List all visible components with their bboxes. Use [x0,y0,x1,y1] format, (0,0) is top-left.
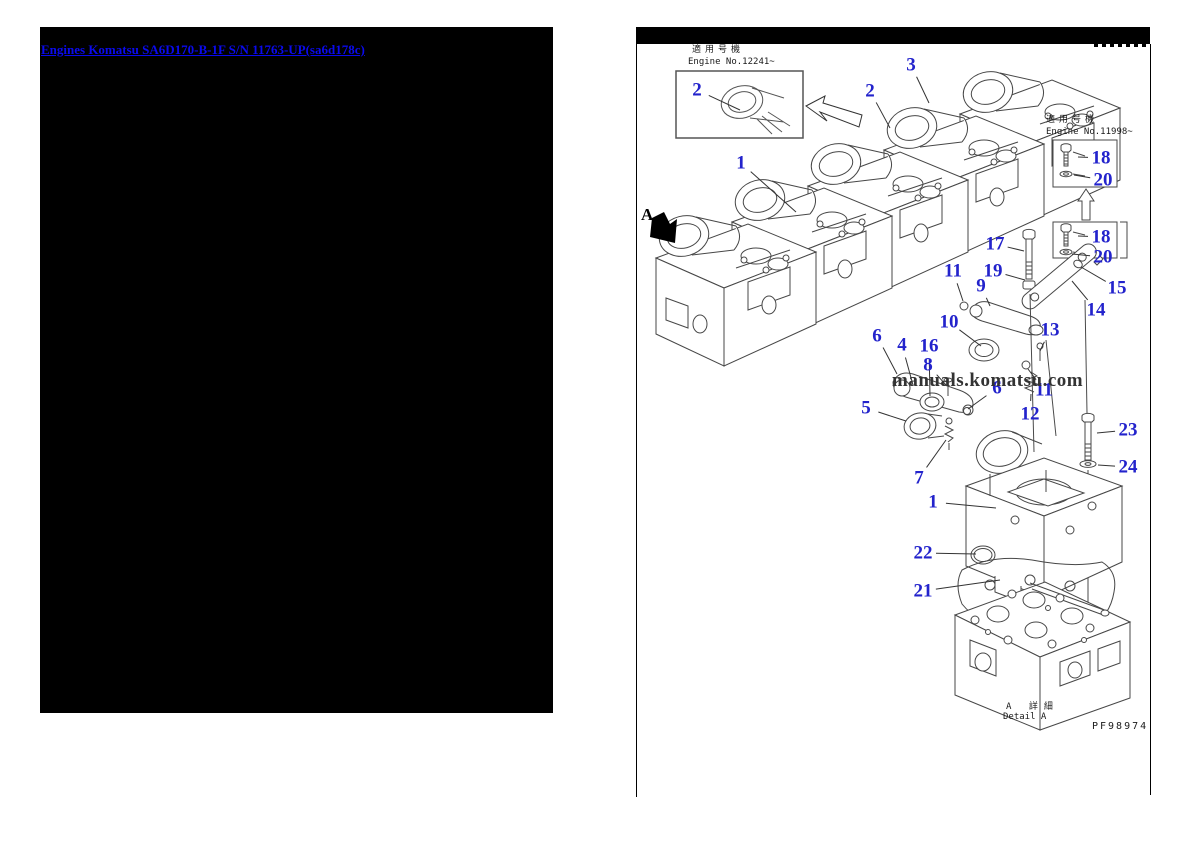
hardware-jp-label: 適用号機 [1046,115,1099,125]
callout-11: 11 [944,260,962,282]
callout-23: 23 [1118,419,1138,441]
inset-engine-no: Engine No.12241~ [688,57,775,67]
left-black-panel: Engines Komatsu SA6D170-B-1F S/N 11763-U… [40,27,553,713]
callout-19: 19 [983,260,1003,282]
callout-17: 17 [985,233,1005,255]
inset-jp-label: 適用号機 [692,45,745,55]
rocker-housing [966,425,1122,602]
callout-1: 1 [928,491,938,513]
callout-24: 24 [1118,456,1138,478]
callout-11: 11 [1035,379,1053,401]
callout-22: 22 [913,542,933,564]
rocker-arm-upper [960,302,1043,361]
watermark: manuals.komatsu.com [892,370,1084,391]
assembly-axis-lines [1030,294,1088,686]
cylinder-head [955,582,1130,730]
callout-13: 13 [1040,319,1060,341]
callout-3: 3 [906,54,916,76]
diagram-left-border [636,44,637,797]
callout-20: 20 [1093,246,1113,268]
callout-18: 18 [1091,147,1111,169]
callout-2: 2 [865,80,875,102]
detail-a-jp: A 詳細 [1006,702,1059,712]
inset-pointer-arrow [806,96,862,127]
callout-7: 7 [914,467,924,489]
mount-bolt-and-bracket [1019,229,1103,312]
callout-5: 5 [861,397,871,419]
detail-a-en: Detail A [1003,712,1047,722]
diagram-top-bar [636,27,1150,44]
callout-12: 12 [1020,403,1040,425]
callout-1: 1 [736,152,746,174]
callout-6: 6 [992,377,1002,399]
callout-9: 9 [976,275,986,297]
callout-4: 4 [897,334,907,356]
callout-6: 6 [872,325,882,347]
diagram-right-border [1150,44,1151,795]
callout-14: 14 [1086,299,1106,321]
callout-8: 8 [923,354,933,376]
view-a-arrow [650,212,677,243]
callout-15: 15 [1107,277,1127,299]
manual-title-link[interactable]: Engines Komatsu SA6D170-B-1F S/N 11763-U… [41,42,365,57]
callout-18: 18 [1091,226,1111,248]
drawing-code: PF98974 [1092,721,1149,732]
callout-10: 10 [939,311,959,333]
callout-20: 20 [1093,169,1113,191]
callout-21: 21 [913,580,933,602]
valve-spring-and-nut [1022,361,1037,392]
housing-bolt [1080,413,1096,467]
bar-tick-marks [1094,44,1150,47]
hardware-engine-no: Engine No.11998~ [1046,127,1133,137]
inset-detail-box [676,71,803,138]
callout-2: 2 [692,79,702,101]
o-ring [971,546,995,564]
callout-16: 16 [919,335,939,357]
view-a-marker: A [641,205,654,224]
